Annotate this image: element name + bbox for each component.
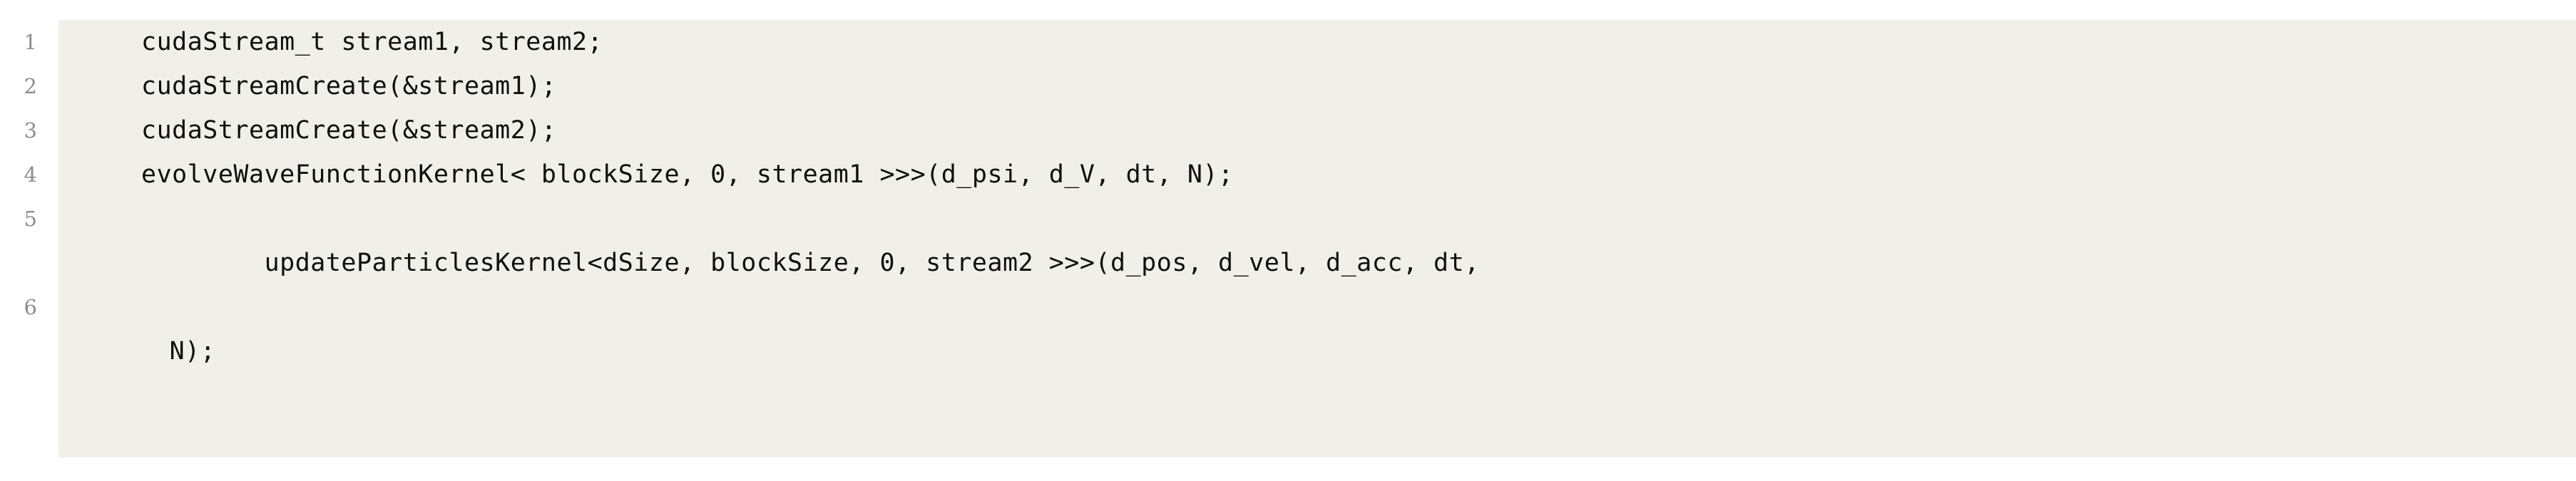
line-number: 3 bbox=[24, 118, 37, 143]
code-line-text-primary: updateParticlesKernel<dSize, blockSize, … bbox=[264, 249, 1480, 277]
line-number: 5 bbox=[24, 207, 37, 231]
code-line-text: cudaStreamCreate(&stream1); bbox=[141, 72, 557, 100]
code-line-row: 5 updateParticlesKernel<dSize, blockSize… bbox=[0, 197, 2576, 366]
line-number: 6 bbox=[24, 295, 37, 319]
line-number: 4 bbox=[24, 162, 37, 187]
code-line-row: 1 cudaStream_t stream1, stream2; bbox=[0, 20, 2576, 64]
code-line-row: 6 bbox=[0, 285, 2576, 329]
code-line-row: 2 cudaStreamCreate(&stream1); bbox=[0, 64, 2576, 108]
code-line-row: 4 evolveWaveFunctionKernel< blockSize, 0… bbox=[0, 152, 2576, 197]
line-number: 1 bbox=[24, 30, 37, 54]
code-line-text-continuation: N); bbox=[154, 337, 216, 366]
code-line-text: evolveWaveFunctionKernel< blockSize, 0, … bbox=[141, 160, 1234, 189]
code-line-text: updateParticlesKernel<dSize, blockSize, … bbox=[58, 197, 2576, 462]
code-lines-container: 1 cudaStream_t stream1, stream2; 2 cudaS… bbox=[0, 20, 2576, 366]
code-line-text: cudaStreamCreate(&stream2); bbox=[141, 116, 557, 145]
code-background-panel bbox=[58, 20, 2576, 457]
code-line-row: 3 cudaStreamCreate(&stream2); bbox=[0, 108, 2576, 152]
code-line-text bbox=[58, 285, 2576, 329]
code-line-text: cudaStream_t stream1, stream2; bbox=[141, 28, 603, 56]
line-number: 2 bbox=[24, 74, 37, 98]
